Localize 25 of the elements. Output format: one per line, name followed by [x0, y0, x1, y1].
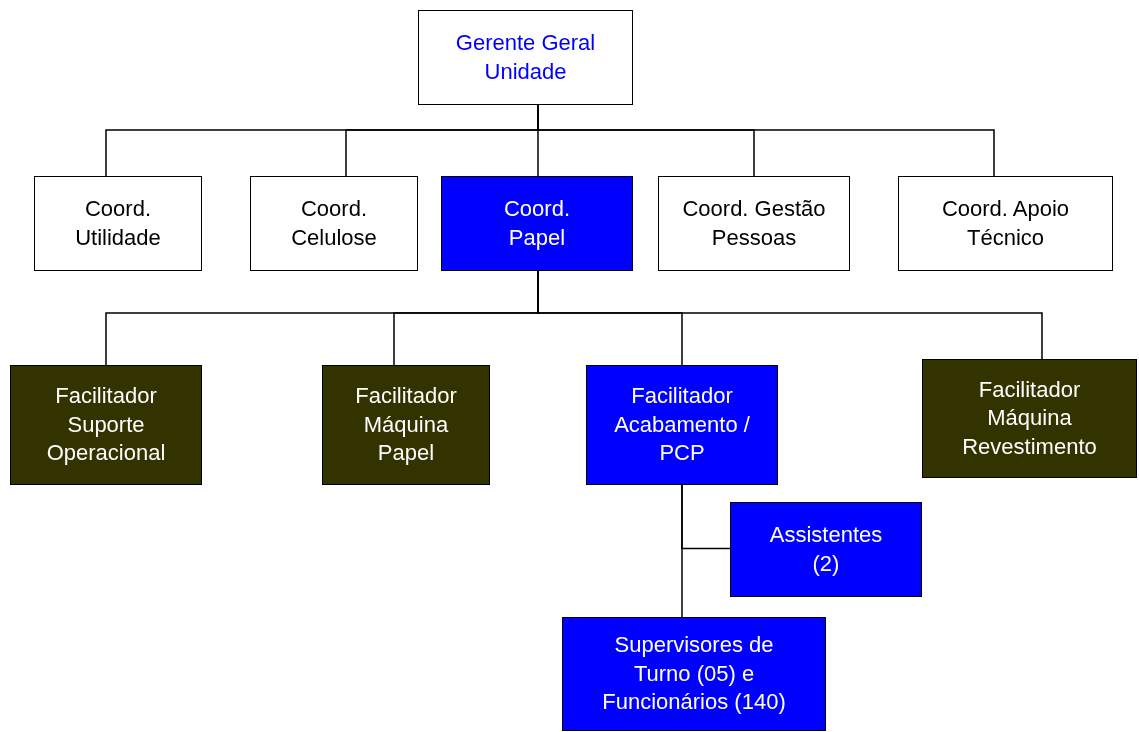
- connector-line: [681, 484, 683, 618]
- org-box: [586, 365, 778, 485]
- org-box: [250, 176, 418, 271]
- org-box: [322, 365, 490, 485]
- org-box: [10, 365, 202, 485]
- box-label: Assistentes (2): [768, 520, 884, 578]
- box-label: Facilitador Suporte Operacional: [45, 382, 167, 468]
- org-box: [441, 176, 633, 271]
- box-label: Supervisores de Turno (05) e Funcionários (140): [601, 631, 787, 717]
- org-box: [730, 502, 922, 597]
- org-box: [922, 359, 1137, 478]
- box-label: Coord. Papel: [502, 194, 571, 252]
- org-box: [658, 176, 850, 271]
- org-box: [562, 617, 826, 731]
- box-label: Facilitador Máquina Papel: [354, 382, 458, 468]
- box-label: Coord. Celulose: [290, 194, 378, 252]
- box-label: Coord. Apoio Técnico: [940, 194, 1071, 252]
- box-label: Coord. Gestão Pessoas: [681, 194, 827, 252]
- org-box: [898, 176, 1113, 271]
- box-label: Facilitador Máquina Revestimento: [961, 375, 1098, 461]
- box-label: Facilitador Acabamento / PCP: [613, 382, 751, 468]
- box-label: Gerente Geral Unidade: [454, 28, 597, 86]
- box-label: Coord. Utilidade: [74, 194, 162, 252]
- org-box: [418, 10, 633, 105]
- org-box: [34, 176, 202, 271]
